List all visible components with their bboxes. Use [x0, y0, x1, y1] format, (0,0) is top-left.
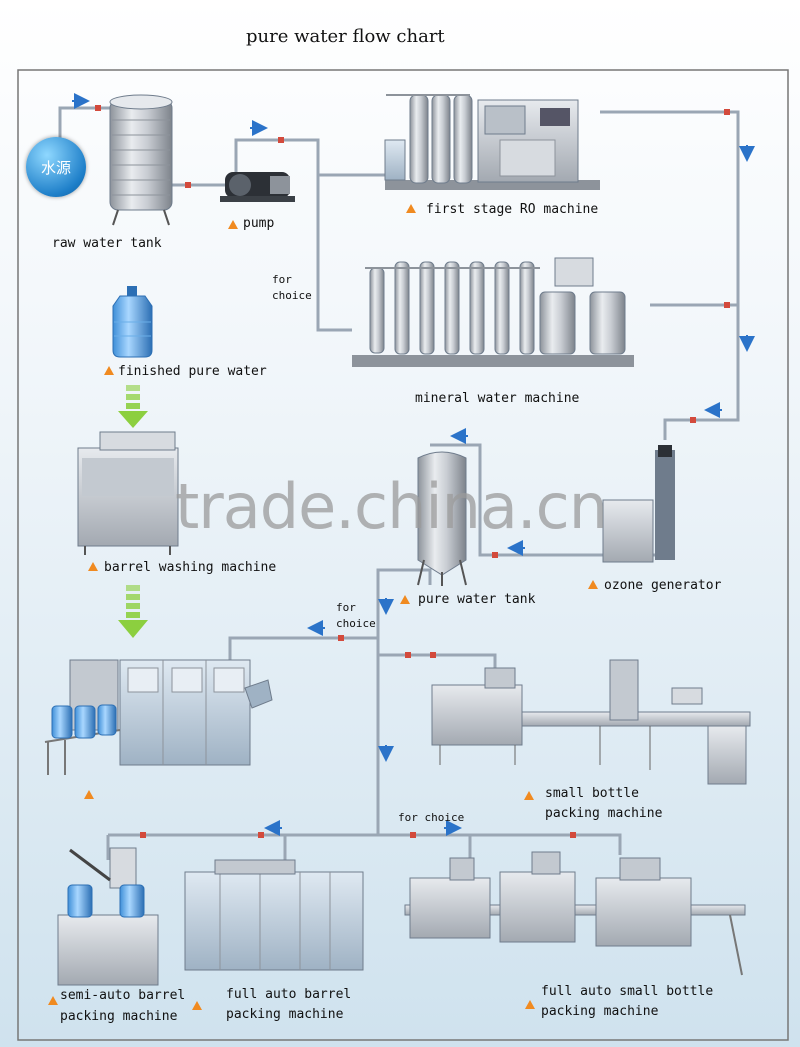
water-bottle-icon: [112, 286, 153, 358]
label-barrel-washing-machine: barrel washing machine: [104, 560, 277, 575]
label-for-choice-2a: for: [336, 601, 356, 614]
label-pure-water-tank: pure water tank: [418, 592, 536, 607]
label-first-stage-ro: first stage RO machine: [426, 202, 599, 217]
label-full-auto-barrel-1: full auto barrel: [226, 987, 352, 1002]
marker-icon: [588, 580, 598, 589]
marker-icon: [88, 562, 98, 571]
label-raw-water-tank: raw water tank: [52, 236, 162, 251]
label-full-auto-barrel-2: packing machine: [226, 1007, 344, 1022]
label-mineral-water-machine: mineral water machine: [415, 391, 580, 406]
label-small-bottle-1: small bottle: [545, 786, 639, 801]
full-auto-barrel-machine-icon: [184, 859, 364, 971]
ozone-generator-icon: [602, 445, 675, 563]
pure-water-tank-icon: [417, 451, 467, 586]
marker-icon: [400, 595, 410, 604]
marker-icon: [525, 1000, 535, 1009]
label-pump: pump: [243, 216, 275, 231]
marker-icon: [228, 220, 238, 229]
chart-border: [17, 69, 789, 1041]
green-down-arrows: [118, 385, 148, 638]
label-finished-pure-water: finished pure water: [118, 364, 267, 379]
watermark: trade.china.cn: [175, 470, 608, 543]
water-source-badge: 水源: [26, 137, 86, 197]
mineral-water-machine-icon: [352, 257, 634, 367]
marker-icon: [48, 996, 58, 1005]
label-full-auto-small-1: full auto small bottle: [541, 984, 714, 999]
label-for-choice-1a: for: [272, 273, 292, 286]
label-semi-auto-1: semi-auto barrel: [60, 988, 186, 1003]
flow-arrows: [72, 93, 755, 836]
label-for-choice-2b: choice: [336, 617, 376, 630]
semi-auto-barrel-machine-icon: [57, 847, 159, 986]
pump-icon: [220, 172, 295, 202]
chart-title: pure water flow chart: [246, 26, 445, 47]
marker-icon: [406, 204, 416, 213]
label-ozone-generator: ozone generator: [604, 578, 722, 593]
full-auto-small-bottle-machine-icon: [404, 851, 746, 976]
label-full-auto-small-2: packing machine: [541, 1004, 659, 1019]
valves: [95, 105, 730, 838]
marker-icon: [524, 791, 534, 800]
barrel-washing-machine-icon: [77, 431, 179, 555]
barrel-filling-line-icon: [44, 659, 273, 775]
label-semi-auto-2: packing machine: [60, 1009, 178, 1024]
marker-icon: [104, 366, 114, 375]
label-for-choice-3: for choice: [398, 811, 465, 824]
small-bottle-packing-machine-icon: [431, 659, 751, 785]
label-small-bottle-2: packing machine: [545, 806, 663, 821]
marker-icon: [192, 1001, 202, 1010]
pipe-network: [58, 106, 740, 860]
label-for-choice-1b: choice: [272, 289, 312, 302]
raw-water-tank-icon: [109, 94, 173, 226]
marker-icon: [84, 790, 94, 799]
ro-machine-icon: [384, 94, 600, 190]
